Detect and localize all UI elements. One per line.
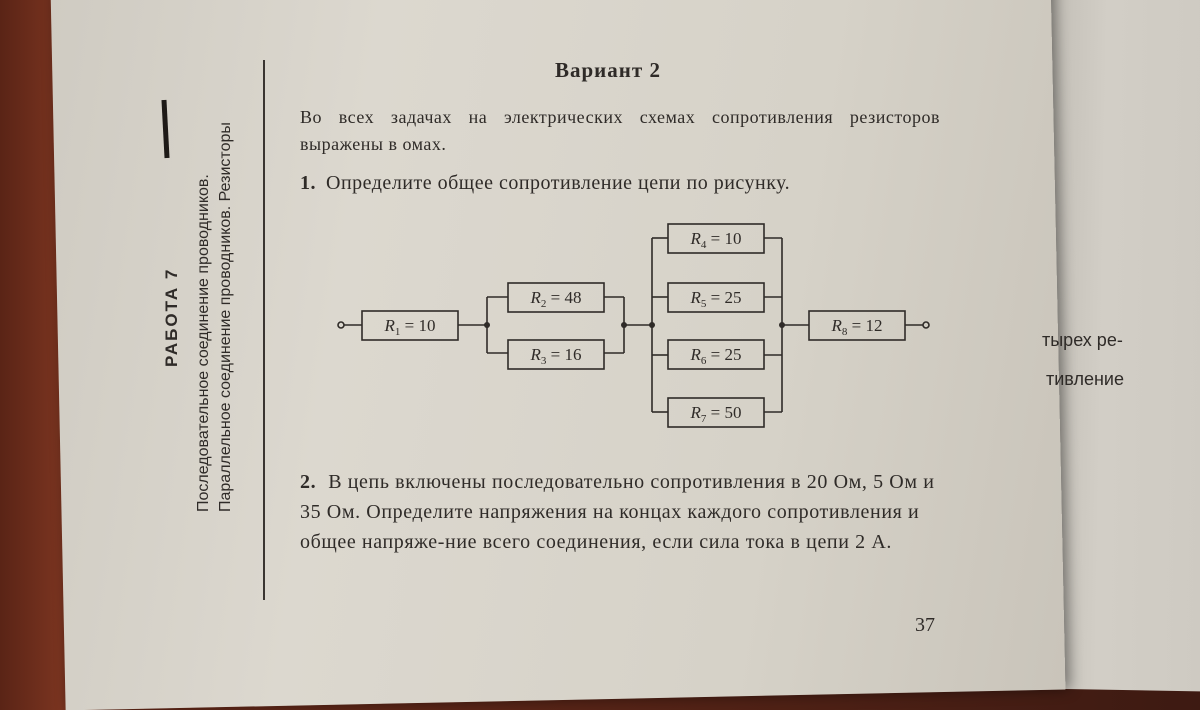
- resistor-r5-label: R5 = 25: [690, 288, 742, 310]
- output-terminal: [922, 321, 930, 329]
- resistor-r2-label: R2 = 48: [530, 288, 582, 310]
- resistor-r8-label: R8 = 12: [831, 316, 883, 338]
- circuit-diagram: R1 = 10 R2 = 48 R3 = 16 R4 = 10 R5 = 25 …: [337, 223, 930, 428]
- resistor-r4-label: R4 = 10: [690, 229, 742, 251]
- next-page-fragment: тивление: [1046, 369, 1124, 389]
- task-1: 1. Определите общее сопротивление цепи по…: [300, 172, 790, 195]
- junction-node: [779, 322, 785, 328]
- junction-node: [621, 322, 627, 328]
- junction-node: [649, 322, 655, 328]
- resistor-r1-label: R1 = 10: [384, 316, 436, 338]
- resistor-r3-label: R3 = 16: [530, 345, 582, 367]
- resistor-r7-label: R7 = 50: [690, 403, 742, 425]
- resistor-r6-label: R6 = 25: [690, 345, 742, 367]
- resistor-r3-box: [507, 339, 605, 370]
- task-1-number: 1.: [300, 172, 316, 194]
- next-page-fragment: тырех ре-: [1042, 330, 1123, 350]
- task-2-number: 2.: [300, 471, 317, 493]
- margin-rule: [263, 60, 265, 600]
- intro-text: Во всех задачах на электрических схемах …: [300, 107, 940, 154]
- junction-node: [484, 322, 490, 328]
- task-2: 2.В цепь включены последовательно сопрот…: [300, 467, 950, 557]
- variant-heading: Вариант 2: [555, 58, 661, 82]
- input-terminal: [337, 321, 345, 329]
- page-number: 37: [915, 614, 935, 636]
- task-2-text: В цепь включены последовательно сопротив…: [300, 471, 935, 553]
- task-1-text: Определите общее сопротивление цепи по р…: [326, 172, 791, 194]
